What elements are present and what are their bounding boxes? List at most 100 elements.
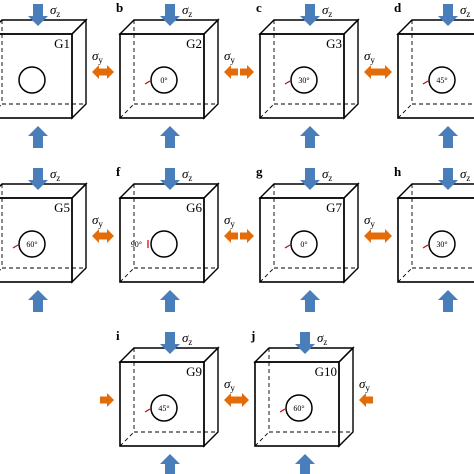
sigma-y-arrow-left <box>235 393 249 407</box>
arrow-head <box>242 393 249 407</box>
block-side-face <box>203 346 219 448</box>
hidden-edge <box>259 103 275 119</box>
sigma-y-arrow-right <box>364 229 378 243</box>
panel-letter: f <box>116 164 121 179</box>
block-side-face <box>203 18 219 120</box>
arrow-shaft <box>443 4 453 17</box>
sigma-z-arrow-top <box>28 4 48 26</box>
sigma-y-arrow-right <box>359 393 373 407</box>
crack-mark <box>284 80 291 85</box>
sigma-z-arrow-top <box>438 168 458 190</box>
sigma-z-arrow-top <box>438 4 458 26</box>
sigma-z-arrow-bottom <box>160 290 180 312</box>
sigma-z-label: σz <box>182 2 192 19</box>
sigma-z-label: σz <box>460 2 470 19</box>
block-front-face <box>259 197 345 283</box>
arrow-head <box>295 454 315 464</box>
arrow-shaft <box>370 68 378 76</box>
crack-mark <box>284 244 291 249</box>
arrow-shaft <box>165 299 175 312</box>
arrow-shaft <box>33 135 43 148</box>
sigma-y-arrow-left <box>240 65 254 79</box>
group-label: G7 <box>326 200 342 215</box>
hidden-edge <box>119 267 135 283</box>
arrow-shaft <box>235 396 243 404</box>
sigma-z-arrow-bottom <box>160 126 180 148</box>
block-front-face <box>259 33 345 119</box>
arrow-shaft <box>165 463 175 474</box>
sigma-y-arrow-left <box>100 65 114 79</box>
block-top-face <box>0 19 88 35</box>
borehole <box>150 230 178 258</box>
sigma-y-label: σy <box>224 212 235 229</box>
hidden-edge <box>397 103 413 119</box>
sigma-z-label: σz <box>182 166 192 183</box>
arrow-head <box>438 126 458 136</box>
arrow-head <box>107 393 114 407</box>
arrow-shaft <box>240 68 248 76</box>
arrow-shaft <box>305 4 315 17</box>
arrow-shaft <box>300 332 310 345</box>
arrow-head <box>438 290 458 300</box>
sigma-z-label: σz <box>50 2 60 19</box>
borehole <box>150 394 178 422</box>
arrow-head <box>364 229 371 243</box>
arrow-shaft <box>305 135 315 148</box>
arrow-head <box>295 344 315 354</box>
arrow-head <box>160 454 180 464</box>
block-front-face <box>119 33 205 119</box>
group-label: G9 <box>186 364 202 379</box>
arrow-head <box>160 344 180 354</box>
sigma-y-arrow-left <box>378 65 392 79</box>
arrow-head <box>28 16 48 26</box>
sigma-z-label: σz <box>322 166 332 183</box>
arrow-shaft <box>443 168 453 181</box>
sigma-z-label: σz <box>322 2 332 19</box>
borehole <box>18 66 46 94</box>
arrow-shaft <box>443 135 453 148</box>
group-label: G10 <box>315 364 337 379</box>
angle-label: 30° <box>298 76 309 85</box>
sigma-y-label: σy <box>92 48 103 65</box>
sigma-z-label: σz <box>50 166 60 183</box>
block-top-face <box>0 183 88 199</box>
borehole <box>290 66 318 94</box>
arrow-head <box>92 65 99 79</box>
group-label: G5 <box>54 200 70 215</box>
sigma-z-arrow-top <box>300 4 320 26</box>
angle-label: 45° <box>158 404 169 413</box>
arrow-shaft <box>378 68 386 76</box>
arrow-shaft <box>33 4 43 17</box>
arrow-shaft <box>230 232 238 240</box>
panel-letter: g <box>256 164 263 179</box>
borehole <box>18 230 46 258</box>
sigma-z-arrow-top <box>160 4 180 26</box>
sigma-y-label: σy <box>92 212 103 229</box>
hidden-edge <box>259 267 275 283</box>
sigma-y-label: σy <box>224 376 235 393</box>
crack-mark <box>422 244 429 249</box>
arrow-shaft <box>165 4 175 17</box>
angle-label: 60° <box>26 240 37 249</box>
arrow-head <box>300 290 320 300</box>
angle-label: 30° <box>436 240 447 249</box>
sigma-z-arrow-bottom <box>295 454 315 474</box>
arrow-shaft <box>378 232 386 240</box>
panel-letter: c <box>256 0 262 15</box>
panel-letter: h <box>394 164 402 179</box>
crack-mark <box>144 80 151 85</box>
panel-letter: i <box>116 328 120 343</box>
crack-mark <box>279 408 286 413</box>
arrow-shaft <box>165 135 175 148</box>
arrow-head <box>160 290 180 300</box>
angle-label: 45° <box>436 76 447 85</box>
arrow-shaft <box>33 168 43 181</box>
arrow-head <box>438 180 458 190</box>
sigma-z-arrow-top <box>295 332 315 354</box>
arrow-head <box>224 393 231 407</box>
hidden-edge <box>254 431 270 447</box>
sigma-z-arrow-top <box>160 168 180 190</box>
arrow-head <box>107 65 114 79</box>
